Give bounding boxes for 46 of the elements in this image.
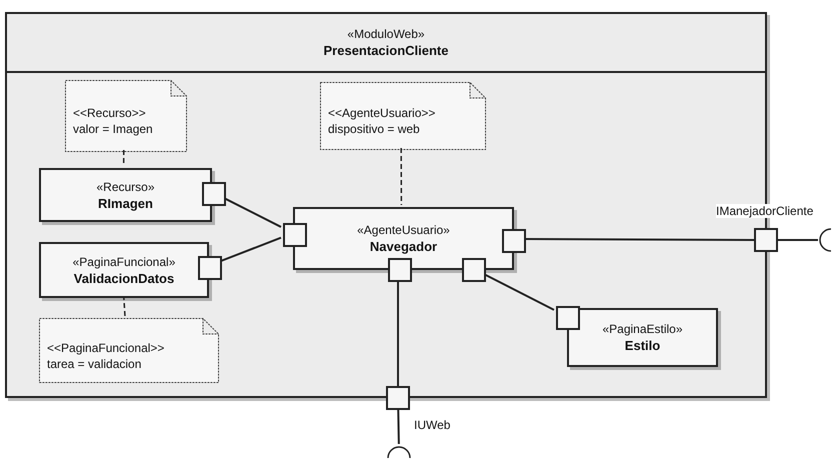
component-name: ValidacionDatos [74, 270, 174, 286]
interface-socket [818, 228, 832, 252]
port-square [386, 386, 410, 410]
port-square [556, 306, 580, 330]
stereotype-label: «AgenteUsuario» [357, 223, 450, 237]
component-box [293, 207, 514, 270]
connector-line [484, 273, 554, 311]
interface-socket [387, 444, 411, 459]
note-text: <<AgenteUsuario>> [328, 106, 436, 120]
note-text: <<PaginaFuncional>> [47, 340, 166, 354]
stereotype-label: «Recurso» [96, 180, 155, 194]
component-name: Estilo [624, 338, 660, 353]
dashed-connector [123, 296, 126, 316]
connector-line [524, 238, 754, 241]
interface-label: IManejadorCliente [716, 204, 814, 218]
component-box [567, 308, 718, 367]
connector-line [397, 410, 400, 444]
connector-line [778, 239, 818, 241]
stereotype-label: «PaginaEstilo» [602, 322, 683, 336]
port-square [198, 256, 222, 280]
note-text: tarea = validacion [47, 356, 142, 370]
port-square [462, 258, 486, 282]
component-name: RImagen [98, 196, 153, 210]
connector-line [397, 280, 399, 386]
port-square [202, 182, 226, 206]
note-text: <<Recurso>> [73, 106, 147, 120]
note [320, 82, 486, 150]
component-box [39, 242, 209, 298]
note [39, 318, 219, 383]
note [65, 80, 187, 152]
stereotype-label: «PaginaFuncional» [72, 254, 176, 268]
dashed-connector [400, 148, 402, 205]
component-box [39, 168, 212, 222]
note-text: valor = Imagen [73, 122, 154, 136]
dashed-connector [122, 150, 125, 166]
stereotype-label: «ModuloWeb» [347, 27, 425, 41]
module-name: PresentacionCliente [324, 43, 448, 58]
connector-line [224, 197, 282, 228]
port-square [283, 223, 307, 247]
connector-line [220, 236, 282, 262]
port-square [388, 258, 412, 282]
interface-label: IUWeb [414, 418, 450, 432]
port-square [502, 229, 526, 253]
note-text: dispositivo = web [328, 122, 421, 136]
port-square [754, 228, 778, 252]
component-name: Navegador [370, 239, 438, 254]
